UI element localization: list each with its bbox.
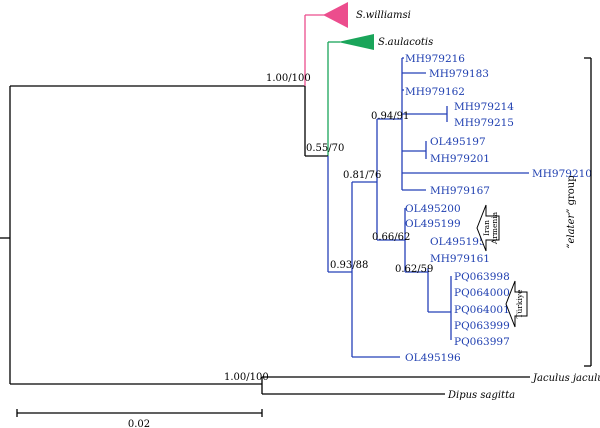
support-value: 1.00/100	[266, 73, 311, 84]
armenia-label: Armenia	[490, 211, 499, 245]
aulacotis-clade	[327, 34, 374, 156]
tip-label: PQ064000	[454, 287, 510, 299]
support-value: 0.62/59	[395, 264, 433, 275]
support-value: 1.00/100	[224, 372, 269, 383]
elater-group-branches	[305, 57, 529, 358]
jaculus-label: Jaculus jaculus	[531, 373, 600, 384]
outgroup-branches	[0, 85, 530, 395]
dipus-label: Dipus sagitta	[447, 390, 515, 401]
tip-label: OL495196	[405, 352, 461, 364]
tip-label: MH979162	[405, 86, 465, 98]
elater-group-bracket: “elater” group	[566, 57, 592, 367]
iran-label: Iran	[482, 220, 491, 236]
support-value: 0.66/62	[372, 232, 410, 243]
iran-armenia-arrow: Iran Armenia	[476, 204, 500, 252]
aulacotis-label: S.aulacotis	[378, 37, 433, 48]
tip-label: PQ063999	[454, 320, 510, 332]
scale-bar-label: 0.02	[128, 419, 150, 428]
group-label: “elater” group	[566, 175, 577, 248]
tip-label: PQ063998	[454, 271, 510, 283]
williamsi-collapsed-triangle	[323, 2, 348, 28]
tip-label: MH979201	[430, 153, 490, 165]
tip-labels: MH979216 MH979183 MH979162 MH979214 MH97…	[405, 53, 592, 364]
tip-label: MH979214	[454, 101, 514, 113]
support-value: 0.81/76	[343, 170, 381, 181]
tip-label: MH979183	[429, 68, 489, 80]
support-values: 1.00/100 0.55/70 0.93/88 0.81/76 0.94/91…	[224, 73, 433, 383]
turkiye-arrow: Türkiye	[505, 280, 528, 328]
support-value: 0.55/70	[306, 143, 344, 154]
williamsi-clade	[304, 2, 348, 86]
tip-label: OL495199	[405, 218, 461, 230]
support-value: 0.94/91	[371, 111, 409, 122]
tip-label: MH979215	[454, 117, 514, 129]
tip-label: MH979216	[405, 53, 465, 65]
aulacotis-collapsed-triangle	[338, 34, 374, 50]
scale-bar: 0.02	[16, 409, 263, 428]
turkiye-label: Türkiye	[515, 289, 524, 319]
tip-label: OL495195	[430, 236, 486, 248]
support-value: 0.93/88	[330, 260, 368, 271]
tip-label: MH979210	[532, 168, 592, 180]
tip-label: MH979167	[430, 185, 490, 197]
tip-label: PQ064001	[454, 304, 510, 316]
tip-label: PQ063997	[454, 336, 510, 348]
tip-label: OL495197	[430, 136, 486, 148]
williamsi-label: S.williamsi	[356, 10, 411, 21]
tip-label: MH979161	[430, 253, 490, 265]
tip-label: OL495200	[405, 203, 461, 215]
